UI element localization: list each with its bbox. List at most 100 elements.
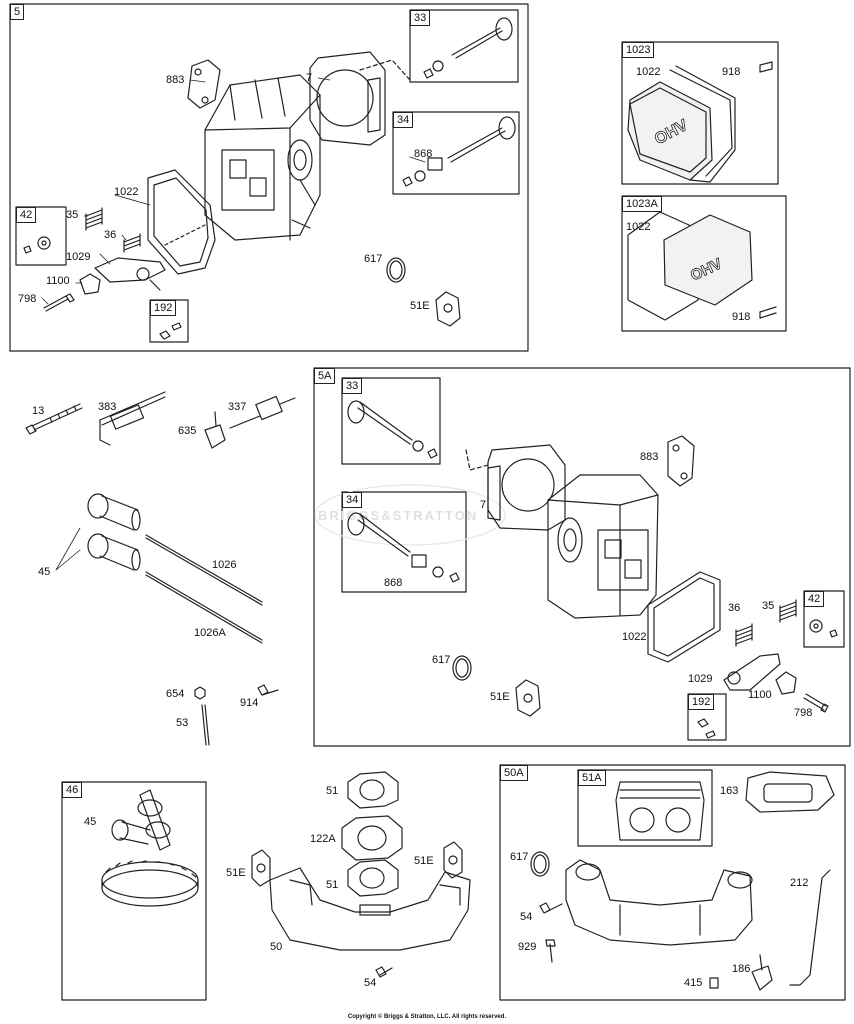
- retainer-42-5a: [809, 619, 838, 638]
- part-label: 36: [728, 602, 741, 614]
- stud-53: [201, 704, 210, 746]
- bolt-929: [545, 939, 556, 963]
- screw-798-5: [43, 293, 75, 312]
- part-label: 1026A: [194, 627, 226, 639]
- part-label: 50: [270, 941, 283, 953]
- panel-tag-5: 5: [10, 4, 25, 20]
- part-label: 51E: [414, 855, 434, 867]
- ring-617-50a: [530, 851, 550, 877]
- watermark-oval: [314, 484, 506, 546]
- gasket-51e-right: [443, 841, 463, 879]
- part-label: 383: [98, 401, 117, 413]
- part-label: 53: [176, 717, 189, 729]
- part-label: 918: [732, 311, 751, 323]
- part-label: 122A: [310, 833, 336, 845]
- part-label: 51: [326, 785, 339, 797]
- part-label: 617: [510, 851, 529, 863]
- part-label: 635: [178, 425, 197, 437]
- bolt-54-ex: [375, 966, 393, 978]
- bolt-54-50a: [539, 902, 563, 914]
- head-gasket-7-5: [309, 51, 411, 146]
- rocker-arm-1029-5a: [723, 653, 781, 691]
- box-34a-border: [392, 111, 520, 195]
- exhaust-manifold-50a: [565, 859, 753, 946]
- panel-1023-border: [621, 41, 779, 185]
- elbow-635: [204, 411, 226, 449]
- gasket-122a: [341, 815, 403, 861]
- box-34b-border: [341, 491, 467, 593]
- part-label: 918: [722, 66, 741, 78]
- elbow-186: [751, 954, 773, 991]
- part-label: 1026: [212, 559, 237, 571]
- screw-798-5a: [803, 693, 829, 713]
- cylinder-head-5: [204, 74, 321, 241]
- panel-tag-1023: 1023: [622, 42, 655, 58]
- valve-34-5: [402, 116, 516, 187]
- part-label: 654: [166, 688, 185, 700]
- head-gasket-7-5a: [465, 444, 566, 531]
- part-label: 883: [166, 74, 185, 86]
- panel-tag-50a: 50A: [500, 765, 528, 781]
- retainer-42-5: [23, 236, 51, 254]
- part-label: 13: [32, 405, 45, 417]
- box-tag-42-5: 42: [16, 207, 37, 223]
- valve-cover-1023: OHV: [627, 61, 773, 183]
- rocker-arm-1029-5: [94, 257, 166, 291]
- panel-5-border: [9, 3, 529, 352]
- spring-36-5: [123, 233, 141, 253]
- box-tag-51a: 51A: [578, 770, 606, 786]
- valve-33-5: [423, 17, 513, 79]
- part-label: 1022: [636, 66, 661, 78]
- box-tag-192-5a: 192: [688, 694, 715, 710]
- spark-plug-337: [229, 395, 296, 429]
- panel-tag-1023a: 1023A: [622, 196, 662, 212]
- part-label: 7: [480, 499, 487, 511]
- panel-46-border: [61, 781, 207, 1001]
- part-label: 54: [520, 911, 533, 923]
- part-label: 35: [762, 600, 775, 612]
- part-label: 54: [364, 977, 377, 989]
- ring-617-5a: [452, 655, 472, 681]
- box-tag-42-5a: 42: [804, 591, 825, 607]
- part-label: 45: [84, 816, 97, 828]
- gasket-51e-5: [435, 291, 461, 327]
- part-label: 1100: [748, 689, 772, 701]
- part-label: 883: [640, 451, 659, 463]
- gasket-883-5a: [667, 435, 695, 487]
- gaskets-51a: [615, 781, 705, 841]
- gasket-1022-5a: [647, 571, 721, 663]
- gasket-51e-5a: [515, 679, 541, 717]
- box-tag-34-5a: 34: [342, 492, 363, 508]
- part-label: 1029: [66, 251, 91, 263]
- part-label: 186: [732, 963, 751, 975]
- watermark: BRIGGS&STRATTON: [318, 508, 478, 523]
- spring-35-5a: [779, 599, 797, 623]
- panel-tag-5a: 5A: [314, 368, 336, 384]
- gasket-51e-left: [251, 849, 271, 887]
- breather-383: [99, 391, 166, 446]
- part-label: 868: [414, 148, 433, 160]
- part-label: 1022: [622, 631, 647, 643]
- part-label: 798: [18, 293, 37, 305]
- part-label: 798: [794, 707, 813, 719]
- box-tag-34-5: 34: [393, 112, 414, 128]
- nut-654: [194, 686, 206, 700]
- box-tag-33-5: 33: [410, 10, 431, 26]
- part-label: 868: [384, 577, 403, 589]
- part-label: 51E: [226, 867, 246, 879]
- gasket-883-5: [187, 59, 221, 109]
- pushrod-1026: [145, 534, 263, 606]
- valve-34-5a: [347, 512, 460, 583]
- bolt-13: [25, 403, 83, 435]
- lifter-45-cam: [111, 819, 151, 845]
- panel-tag-46: 46: [62, 782, 83, 798]
- part-label: 617: [364, 253, 383, 265]
- gasket-163: [745, 771, 835, 813]
- camshaft-46: [101, 789, 199, 907]
- part-label: 51: [326, 879, 339, 891]
- part-label: 415: [684, 977, 703, 989]
- box-tag-33-5a: 33: [342, 378, 363, 394]
- part-label: 45: [38, 566, 51, 578]
- part-label: 212: [790, 877, 809, 889]
